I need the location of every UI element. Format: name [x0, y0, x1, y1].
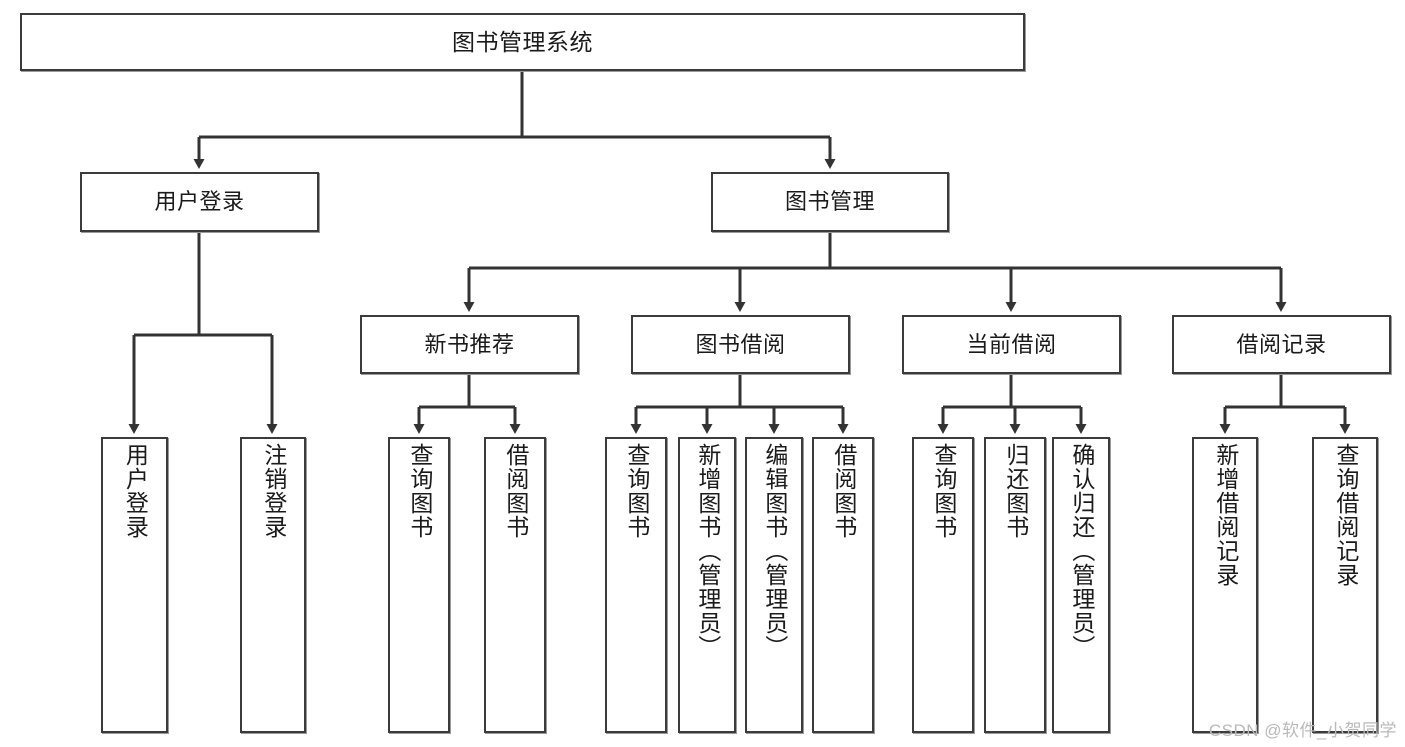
node-leaf-query-book-recommend[interactable]: 查询图书: [388, 437, 450, 733]
node-leaf-confirm-return-admin[interactable]: 确认归还（管理员）: [1052, 437, 1110, 733]
node-root[interactable]: 图书管理系统: [20, 13, 1025, 71]
node-leaf-query-book-borrow-label: 查询图书: [623, 443, 650, 539]
node-leaf-query-book-borrow[interactable]: 查询图书: [605, 437, 667, 733]
csdn-watermark: CSDN @软件_小贺同学: [1208, 721, 1397, 740]
node-leaf-add-book-admin-label: 新增图书（管理员）: [694, 443, 721, 659]
node-leaf-user-login[interactable]: 用户登录: [101, 437, 168, 733]
node-level2-new-book-recommend-label: 新书推荐: [424, 331, 515, 357]
node-level2-book-borrow-label: 图书借阅: [695, 331, 786, 357]
node-level2-current-borrow-label: 当前借阅: [966, 331, 1057, 357]
node-level2-current-borrow[interactable]: 当前借阅: [902, 315, 1121, 374]
node-level1-book-management[interactable]: 图书管理: [711, 172, 949, 232]
node-leaf-user-login-label: 用户登录: [122, 443, 149, 539]
node-level2-borrow-record-label: 借阅记录: [1236, 331, 1327, 357]
node-leaf-edit-book-admin-label: 编辑图书（管理员）: [761, 443, 788, 659]
node-level1-user-login[interactable]: 用户登录: [80, 172, 319, 232]
node-leaf-return-book[interactable]: 归还图书: [984, 437, 1046, 733]
node-leaf-borrow-book-recommend[interactable]: 借阅图书: [484, 437, 546, 733]
node-level2-book-borrow[interactable]: 图书借阅: [631, 315, 850, 374]
node-level2-new-book-recommend[interactable]: 新书推荐: [360, 315, 579, 374]
node-level1-book-management-label: 图书管理: [784, 189, 875, 215]
node-leaf-return-book-label: 归还图书: [1002, 443, 1029, 539]
node-leaf-add-book-admin[interactable]: 新增图书（管理员）: [678, 437, 736, 733]
node-leaf-query-book-current[interactable]: 查询图书: [912, 437, 974, 733]
node-leaf-borrow-book-recommend-label: 借阅图书: [502, 443, 529, 539]
node-leaf-query-borrow-record-label: 查询借阅记录: [1332, 443, 1359, 587]
node-leaf-edit-book-admin[interactable]: 编辑图书（管理员）: [745, 437, 803, 733]
node-leaf-add-borrow-record[interactable]: 新增借阅记录: [1192, 437, 1258, 733]
node-leaf-query-borrow-record[interactable]: 查询借阅记录: [1312, 437, 1378, 733]
node-leaf-add-borrow-record-label: 新增借阅记录: [1212, 443, 1239, 587]
node-leaf-confirm-return-admin-label: 确认归还（管理员）: [1068, 443, 1095, 659]
node-root-label: 图书管理系统: [452, 28, 593, 55]
node-level2-borrow-record[interactable]: 借阅记录: [1172, 315, 1391, 374]
node-leaf-borrow-book-label: 借阅图书: [830, 443, 857, 539]
node-leaf-borrow-book[interactable]: 借阅图书: [812, 437, 874, 733]
node-leaf-query-book-current-label: 查询图书: [930, 443, 957, 539]
node-leaf-logout[interactable]: 注销登录: [240, 437, 306, 733]
node-leaf-query-book-recommend-label: 查询图书: [406, 443, 433, 539]
node-level1-user-login-label: 用户登录: [154, 189, 245, 215]
node-leaf-logout-label: 注销登录: [260, 443, 287, 539]
